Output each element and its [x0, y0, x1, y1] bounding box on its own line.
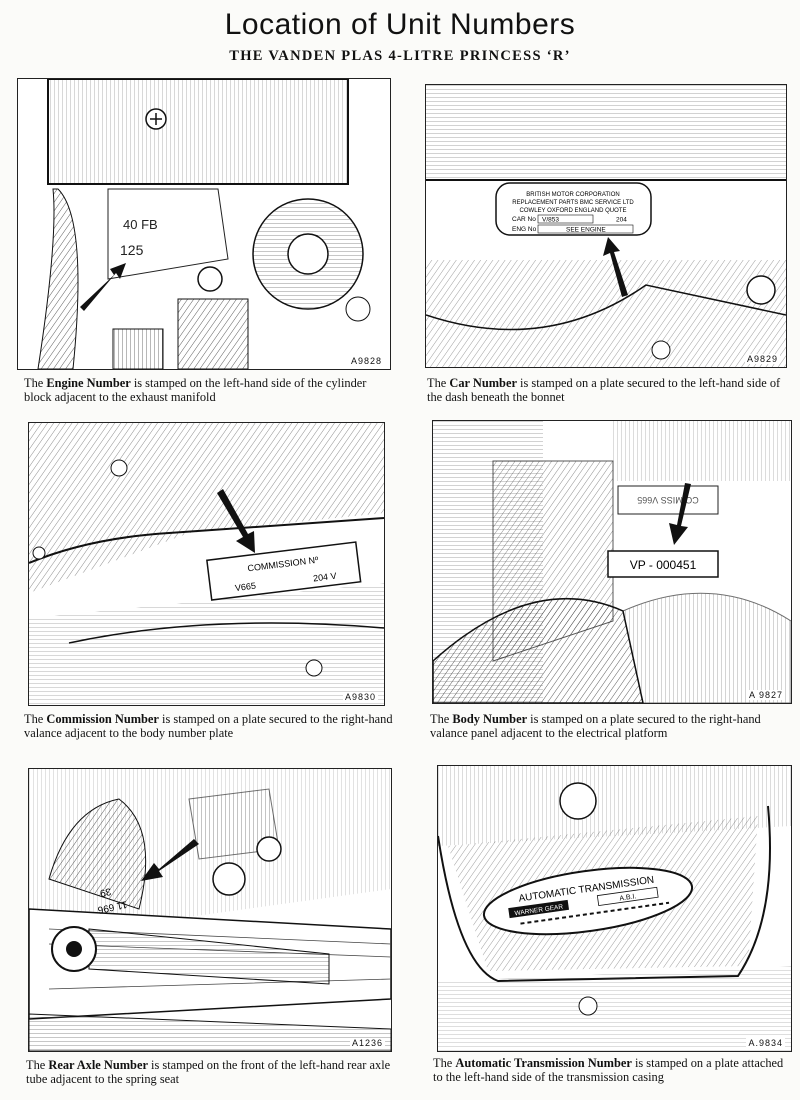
car-no-suffix: 204 — [616, 217, 627, 224]
commission-number-caption: The Commission Number is stamped on a pl… — [24, 712, 393, 740]
engine-drawing: 40 FB 125 — [37, 79, 371, 369]
body-drawing: CO MISS V665 VP - 000451 — [433, 421, 791, 703]
car-drawing: BRITISH MOTOR CORPORATION REPLACEMENT PA… — [426, 85, 786, 367]
eng-no-label: ENG No — [512, 226, 537, 233]
axle-stamp-line1: 39 — [98, 885, 112, 898]
body-number-term: Body Number — [452, 712, 528, 726]
body-number-illustration: CO MISS V665 VP - 000451 A 9827 — [432, 420, 792, 704]
figure-ref: A9828 — [348, 356, 384, 366]
figure-ref: A9830 — [342, 692, 378, 702]
body-number-plate — [607, 550, 719, 578]
commission-number-illustration: COMMISSION Nº V665 204 V A9830 — [28, 422, 385, 706]
commission-number-plate — [206, 541, 362, 601]
car-number-plate — [495, 182, 652, 236]
car-no-value: V/853 — [542, 217, 559, 224]
engine-number-term: Engine Number — [46, 376, 131, 390]
page-subtitle: THE VANDEN PLAS 4-LITRE PRINCESS ‘R’ — [229, 48, 571, 64]
figure-ref: A1236 — [349, 1038, 385, 1048]
transmission-plate-serial: A.B.I. — [619, 893, 637, 902]
transmission-number-plate — [482, 866, 694, 936]
transmission-number-term: Automatic Transmission Number — [455, 1056, 632, 1070]
commission-drawing: COMMISSION Nº V665 204 V — [29, 423, 384, 705]
engine-number-caption: The Engine Number is stamped on the left… — [24, 376, 367, 404]
commission-number-term: Commission Number — [46, 712, 159, 726]
eng-no-value: SEE ENGINE — [566, 227, 606, 234]
commission-pointer-arrow — [217, 489, 255, 553]
figure-ref: A 9827 — [746, 690, 785, 700]
car-number-caption: The Car Number is stamped on a plate sec… — [427, 376, 781, 404]
svg-text:CO MISS V665: CO MISS V665 — [637, 495, 699, 505]
axle-pointer-arrow — [141, 839, 199, 881]
body-number-caption: The Body Number is stamped on a plate se… — [430, 712, 761, 740]
rear-axle-number-term: Rear Axle Number — [48, 1058, 148, 1072]
figure-ref: A9829 — [744, 354, 780, 364]
engine-pointer-arrow — [80, 263, 126, 311]
engine-number-illustration: 40 FB 125 A9828 — [17, 78, 391, 370]
body-plate-value: VP - 000451 — [630, 558, 697, 572]
plate-line: BRITISH MOTOR CORPORATION — [526, 192, 619, 198]
figure-ref: A.9834 — [746, 1038, 785, 1048]
plate-line: COWLEY OXFORD ENGLAND QUOTE — [520, 208, 627, 214]
body-pointer-arrow — [669, 483, 691, 545]
plate-line: REPLACEMENT PARTS BMC SERVICE LTD — [512, 200, 634, 206]
commission-plate-left: V665 — [234, 581, 256, 593]
rear-axle-number-caption: The Rear Axle Number is stamped on the f… — [26, 1058, 391, 1086]
rear-axle-number-illustration: 39 11 696 A1236 — [28, 768, 392, 1052]
engine-stamp-line2: 125 — [120, 242, 144, 258]
car-number-term: Car Number — [449, 376, 517, 390]
engine-stamp-line1: 40 FB — [123, 217, 158, 232]
car-pointer-arrow — [603, 237, 628, 297]
transmission-number-caption: The Automatic Transmission Number is sta… — [433, 1056, 784, 1084]
transmission-drawing: AUTOMATIC TRANSMISSION WARNER GEAR A.B.I… — [438, 766, 791, 1051]
car-no-label: CAR No — [512, 216, 536, 223]
page-title: Location of Unit Numbers — [224, 8, 576, 41]
transmission-number-illustration: AUTOMATIC TRANSMISSION WARNER GEAR A.B.I… — [437, 765, 792, 1052]
commission-plate-right: 204 V — [313, 571, 338, 584]
rear-axle-drawing: 39 11 696 — [29, 769, 391, 1051]
car-number-illustration: BRITISH MOTOR CORPORATION REPLACEMENT PA… — [425, 84, 787, 368]
